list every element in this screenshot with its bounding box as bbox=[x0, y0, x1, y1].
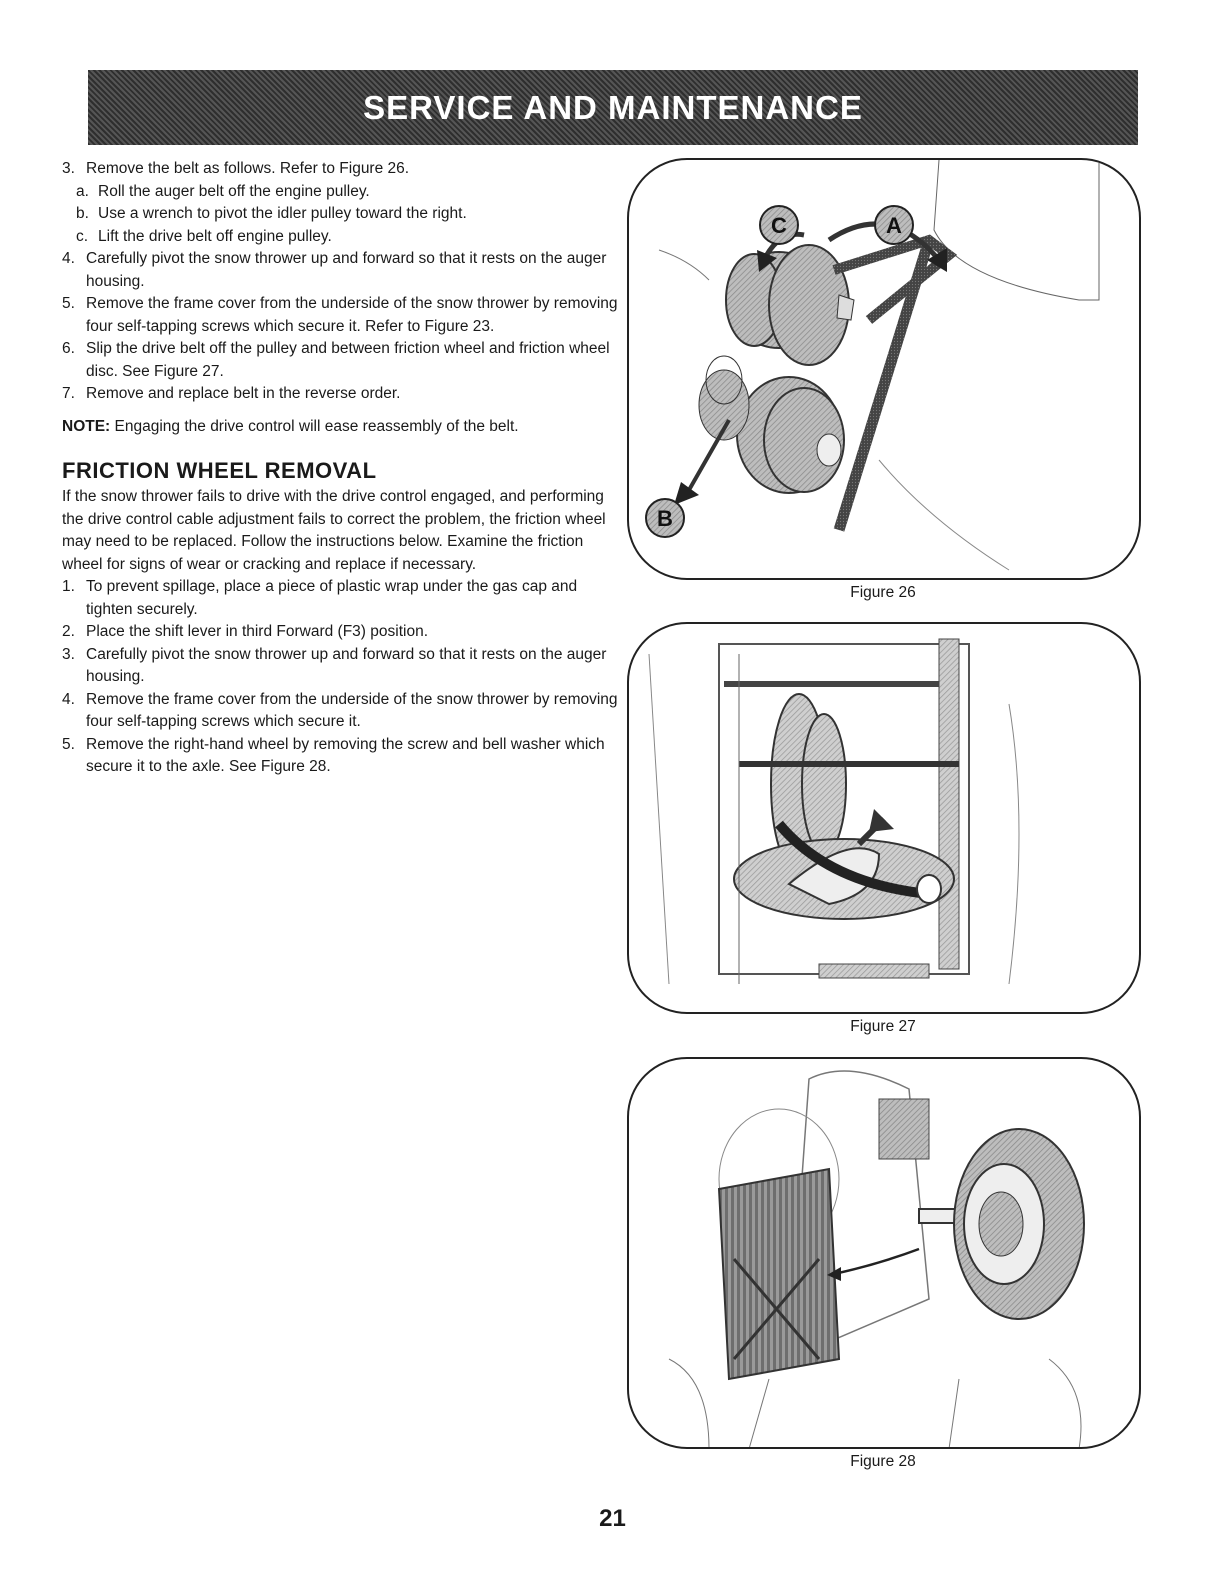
section-header-bar: SERVICE AND MAINTENANCE bbox=[88, 70, 1138, 145]
substep-text: Use a wrench to pivot the idler pulley t… bbox=[98, 205, 467, 222]
substep-letter: a. bbox=[76, 182, 89, 200]
page-number: 21 bbox=[599, 1505, 626, 1532]
step-number: 4. bbox=[62, 690, 75, 708]
friction-step-2: 2. Place the shift lever in third Forwar… bbox=[62, 621, 622, 644]
step-number: 3. bbox=[62, 160, 75, 177]
figure-28: Figure 28 bbox=[627, 1057, 1141, 1471]
friction-step-4: 4. Remove the frame cover from the under… bbox=[62, 689, 622, 734]
step-number: 3. bbox=[62, 645, 75, 663]
step-number: 7. bbox=[62, 385, 75, 402]
note-label: NOTE: bbox=[62, 417, 111, 435]
friction-intro: If the snow thrower fails to drive with … bbox=[62, 488, 606, 573]
step-text: Remove the frame cover from the undersid… bbox=[86, 690, 618, 731]
substep-text: Roll the auger belt off the engine pulle… bbox=[98, 182, 370, 200]
step-text: Slip the drive belt off the pulley and b… bbox=[86, 340, 610, 380]
step-number: 5. bbox=[62, 735, 75, 753]
note-text: Engaging the drive control will ease rea… bbox=[110, 417, 519, 435]
step-text: Remove the right-hand wheel by removing … bbox=[86, 735, 605, 776]
step-number: 2. bbox=[62, 623, 75, 640]
friction-step-1: 1. To prevent spillage, place a piece of… bbox=[62, 576, 622, 621]
note-paragraph: NOTE: Engaging the drive control will ea… bbox=[62, 416, 622, 439]
substep-text: Lift the drive belt off engine pulley. bbox=[98, 227, 332, 245]
substep-letter: c. bbox=[76, 227, 89, 245]
step-text: Place the shift lever in third Forward (… bbox=[86, 623, 428, 640]
figure-26: C A B Figure 26 bbox=[627, 158, 1141, 602]
step-number: 4. bbox=[62, 250, 75, 267]
callout-b-label: B bbox=[657, 506, 673, 531]
friction-wheel-belt-diagram bbox=[648, 638, 1020, 985]
step-number: 6. bbox=[62, 340, 75, 357]
figure-26-illustration: C A B bbox=[627, 158, 1141, 580]
friction-heading: FRICTION WHEEL REMOVAL bbox=[62, 458, 377, 483]
step-text: Remove the frame cover from the undersid… bbox=[86, 295, 618, 335]
belt-step-7: 7. Remove and replace belt in the revers… bbox=[62, 383, 622, 406]
callout-a-label: A bbox=[886, 213, 902, 238]
belt-step-4: 4. Carefully pivot the snow thrower up a… bbox=[62, 248, 622, 293]
step-text: Carefully pivot the snow thrower up and … bbox=[86, 250, 607, 290]
figure-26-caption: Figure 26 bbox=[850, 584, 916, 601]
figure-28-caption: Figure 28 bbox=[850, 1453, 916, 1470]
callout-b: B bbox=[645, 498, 685, 538]
section-title: SERVICE AND MAINTENANCE bbox=[363, 88, 863, 126]
belt-substep-c: c. Lift the drive belt off engine pulley… bbox=[62, 226, 622, 249]
step-text: Remove the belt as follows. Refer to Fig… bbox=[86, 160, 410, 177]
belt-step-6: 6. Slip the drive belt off the pulley an… bbox=[62, 338, 622, 383]
belt-substep-b: b. Use a wrench to pivot the idler pulle… bbox=[62, 203, 622, 226]
step-text: Remove and replace belt in the reverse o… bbox=[86, 385, 401, 402]
instructions-column: 3. Remove the belt as follows. Refer to … bbox=[62, 158, 622, 779]
figure-27-caption: Figure 27 bbox=[850, 1018, 916, 1035]
step-text: To prevent spillage, place a piece of pl… bbox=[86, 578, 578, 618]
wheel-removal-diagram bbox=[668, 1070, 1085, 1447]
belt-step-3: 3. Remove the belt as follows. Refer to … bbox=[62, 158, 622, 181]
pulley-belt-diagram: C A B bbox=[645, 160, 1100, 571]
step-text: Carefully pivot the snow thrower up and … bbox=[86, 645, 607, 686]
belt-step-5: 5. Remove the frame cover from the under… bbox=[62, 293, 622, 338]
figure-28-illustration bbox=[627, 1057, 1141, 1449]
callout-a: A bbox=[874, 205, 914, 245]
substep-letter: b. bbox=[76, 205, 89, 222]
figure-27-illustration bbox=[627, 622, 1141, 1014]
step-number: 5. bbox=[62, 295, 75, 312]
belt-substep-a: a. Roll the auger belt off the engine pu… bbox=[62, 181, 622, 204]
callout-c: C bbox=[759, 205, 799, 245]
step-number: 1. bbox=[62, 578, 75, 595]
friction-step-5: 5. Remove the right-hand wheel by removi… bbox=[62, 734, 622, 779]
figure-27: Figure 27 bbox=[627, 622, 1141, 1036]
friction-step-3: 3. Carefully pivot the snow thrower up a… bbox=[62, 644, 622, 689]
callout-c-label: C bbox=[771, 213, 787, 238]
